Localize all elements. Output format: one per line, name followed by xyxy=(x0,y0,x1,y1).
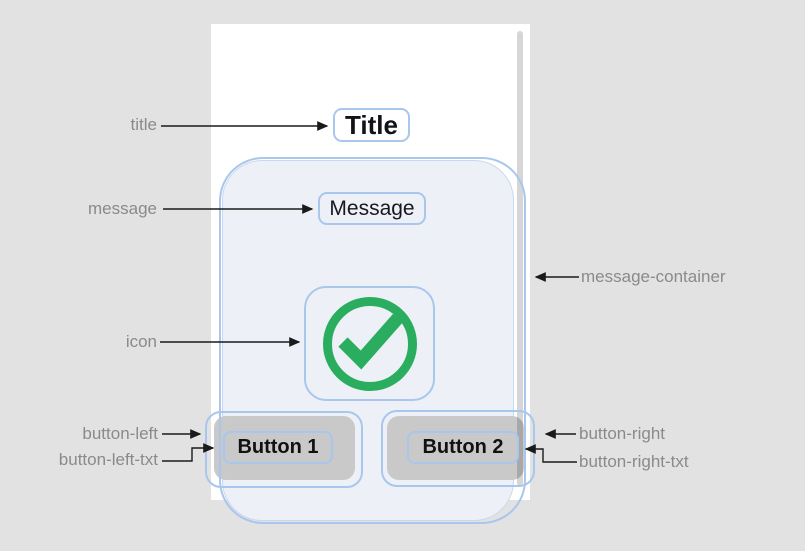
label-button-left: button-left xyxy=(82,424,158,443)
scrollbar[interactable] xyxy=(517,31,523,486)
check-circle-icon xyxy=(322,296,417,391)
label-icon: icon xyxy=(125,332,157,351)
dialog-title-text: Title xyxy=(345,109,398,140)
button-right-txt[interactable]: Button 2 xyxy=(407,431,519,464)
button-left-txt[interactable]: Button 1 xyxy=(223,431,333,464)
label-button-right-txt: button-right-txt xyxy=(579,452,689,471)
message-container-annotation-box xyxy=(219,157,526,524)
label-button-right: button-right xyxy=(579,424,665,443)
button-right[interactable] xyxy=(387,416,524,480)
label-message: message xyxy=(88,199,157,218)
dialog-title: Title xyxy=(333,108,410,142)
dialog-message-text: Message xyxy=(329,196,415,220)
button-right-label: Button 2 xyxy=(422,436,504,458)
label-button-left-txt: button-left-txt xyxy=(58,450,158,469)
label-message-container: message-container xyxy=(581,267,726,286)
dialog-icon-box xyxy=(304,286,435,401)
label-title: title xyxy=(130,115,157,134)
dialog-message: Message xyxy=(318,192,426,225)
button-left-label: Button 1 xyxy=(237,436,319,458)
